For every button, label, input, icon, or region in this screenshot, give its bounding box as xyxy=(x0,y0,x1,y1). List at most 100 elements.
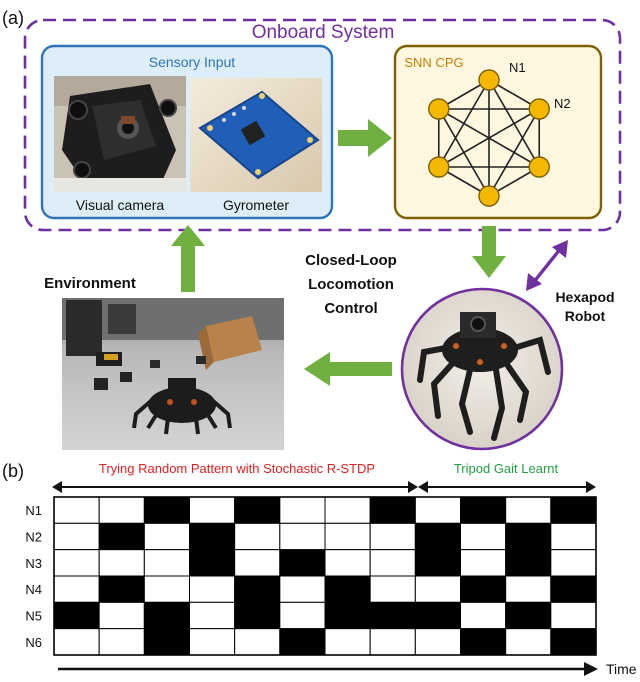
arrow-robot-to-environment xyxy=(304,352,392,386)
cell-n4-4 xyxy=(189,575,236,603)
cell-n5-2 xyxy=(98,601,145,630)
panel-b-label: (b) xyxy=(2,461,24,481)
cell-n6-12 xyxy=(550,628,597,656)
cell-n1-12 xyxy=(550,496,597,524)
arrow-sensory-to-snn xyxy=(338,119,392,157)
cell-n3-5 xyxy=(234,549,281,577)
cell-n5-10 xyxy=(460,601,507,630)
cell-n3-4 xyxy=(189,549,236,577)
row-label-n2: N2 xyxy=(25,530,42,545)
cell-n5-8 xyxy=(369,601,416,630)
onboard-system-title: Onboard System xyxy=(252,22,395,43)
cell-n4-12 xyxy=(550,575,597,603)
arrow-snn-to-robot xyxy=(472,226,506,278)
cell-n3-9 xyxy=(414,549,462,577)
cpg-node-4 xyxy=(478,185,500,207)
cell-n3-11 xyxy=(505,549,552,577)
cell-n1-3 xyxy=(143,496,190,524)
cell-n3-7 xyxy=(324,549,371,577)
cell-n1-6 xyxy=(279,496,326,524)
cpg-node-5 xyxy=(428,156,450,178)
row-label-n5: N5 xyxy=(25,609,42,624)
cell-n1-8 xyxy=(369,496,416,524)
cell-n4-8 xyxy=(369,575,416,603)
cell-n4-7 xyxy=(324,575,371,603)
cell-n4-2 xyxy=(98,575,145,603)
cell-n1-11 xyxy=(505,496,552,524)
cell-n5-5 xyxy=(234,601,281,630)
row-label-n3: N3 xyxy=(25,556,42,571)
cell-n3-10 xyxy=(460,549,507,577)
cell-n2-10 xyxy=(460,522,507,551)
cell-n5-3 xyxy=(143,601,190,630)
cell-n5-1 xyxy=(53,601,100,630)
cell-n2-4 xyxy=(189,522,236,551)
row-label-n4: N4 xyxy=(25,582,42,597)
cell-n6-9 xyxy=(414,628,462,656)
cpg-node-1 xyxy=(478,69,500,91)
closed-loop-line3: Control xyxy=(324,300,377,317)
arrow-environment-to-sensory xyxy=(171,225,205,292)
closed-loop-line1: Closed-Loop xyxy=(305,252,397,269)
row-label-n6: N6 xyxy=(25,635,42,650)
cell-n6-4 xyxy=(189,628,236,656)
cell-n1-5 xyxy=(234,496,281,524)
snn-cpg-title: SNN CPG xyxy=(404,55,463,70)
cell-n6-11 xyxy=(505,628,552,656)
cell-n2-11 xyxy=(505,522,552,551)
cell-n4-10 xyxy=(460,575,507,603)
cell-n1-9 xyxy=(414,496,462,524)
cell-n2-5 xyxy=(234,522,281,551)
cell-n4-5 xyxy=(234,575,281,603)
hexapod-robot-photo xyxy=(400,287,564,451)
cell-n3-2 xyxy=(98,549,145,577)
panel-a-label: (a) xyxy=(2,8,24,28)
cell-n5-7 xyxy=(324,601,371,630)
hexapod-line2: Robot xyxy=(565,308,606,324)
cpg-network xyxy=(428,69,550,207)
cell-n2-2 xyxy=(98,522,145,551)
cell-n6-1 xyxy=(53,628,100,656)
cell-n2-8 xyxy=(369,522,416,551)
cell-n6-5 xyxy=(234,628,281,656)
node-n1-label: N1 xyxy=(509,60,526,75)
onboard-system-frame xyxy=(23,18,622,232)
closed-loop-line2: Locomotion xyxy=(308,276,394,293)
environment-label: Environment xyxy=(44,275,136,292)
cell-n5-11 xyxy=(505,601,552,630)
environment-photo xyxy=(62,298,284,450)
time-axis-arrow xyxy=(58,662,598,676)
sensory-input-title: Sensory Input xyxy=(149,54,235,70)
cell-n3-12 xyxy=(550,549,597,577)
cell-n2-6 xyxy=(279,522,326,551)
cell-n4-9 xyxy=(414,575,462,603)
node-n2-label: N2 xyxy=(554,96,571,111)
tripod-gait-label: Tripod Gait Learnt xyxy=(454,461,559,476)
cell-n4-11 xyxy=(505,575,552,603)
cell-n1-1 xyxy=(53,496,100,524)
cell-n2-7 xyxy=(324,522,371,551)
random-span-arrow xyxy=(52,481,418,493)
cell-n6-6 xyxy=(279,628,326,656)
cell-n1-4 xyxy=(189,496,236,524)
cell-n2-1 xyxy=(53,522,100,551)
arrow-hexapod-bidirectional xyxy=(526,240,568,291)
cell-n2-12 xyxy=(550,522,597,551)
gyrometer-photo xyxy=(190,78,322,192)
cpg-node-3 xyxy=(528,156,550,178)
cell-n3-6 xyxy=(279,549,326,577)
gyrometer-label: Gyrometer xyxy=(223,197,289,213)
time-axis-label: Time xyxy=(606,661,637,677)
cell-n2-3 xyxy=(143,522,190,551)
row-label-n1: N1 xyxy=(25,503,42,518)
cell-n5-4 xyxy=(189,601,236,630)
cell-n1-10 xyxy=(460,496,507,524)
cell-n2-9 xyxy=(414,522,462,551)
cell-n3-8 xyxy=(369,549,416,577)
cell-n3-3 xyxy=(143,549,190,577)
hexapod-line1: Hexapod xyxy=(555,289,614,305)
cell-n6-8 xyxy=(369,628,416,656)
visual-camera-photo xyxy=(54,76,186,192)
